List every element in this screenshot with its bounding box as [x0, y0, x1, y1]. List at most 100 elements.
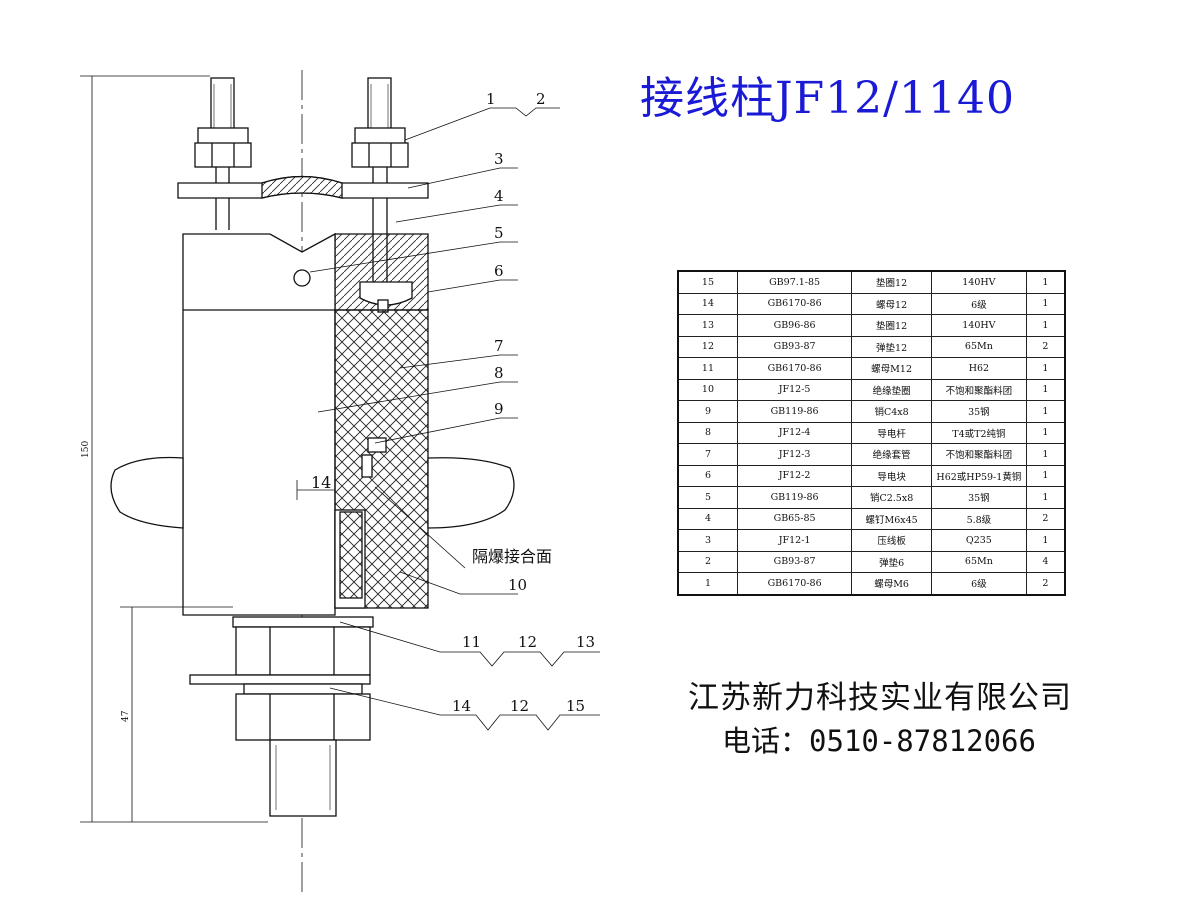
dimension-14: 14: [311, 473, 331, 492]
table-cell-material: 65Mn: [930, 335, 1027, 358]
callout-5: 5: [494, 224, 504, 242]
right-stud: [351, 77, 409, 282]
table-cell-material: 5.8级: [930, 507, 1027, 530]
callout-2: 2: [536, 90, 546, 108]
table-cell-no: 11: [677, 357, 738, 380]
table-cell-material: H62或HP59-1黄铜: [930, 464, 1027, 487]
table-cell-std: GB93-87: [736, 550, 853, 573]
table-cell-qty: 1: [1025, 421, 1066, 444]
table-cell-qty: 2: [1025, 572, 1066, 595]
table-cell-material: 6级: [930, 292, 1027, 315]
table-cell-material: T4或T2纯铜: [930, 421, 1027, 444]
table-cell-qty: 1: [1025, 292, 1066, 315]
table-cell-no: 2: [677, 550, 738, 573]
callout-1: 1: [486, 90, 496, 108]
table-cell-material: Q235: [930, 529, 1027, 552]
leader-lines: [309, 107, 600, 731]
pressure-plate: [177, 175, 429, 199]
bottom-hardware: [189, 616, 374, 817]
table-cell-no: 1: [677, 572, 738, 595]
table-cell-no: 14: [677, 292, 738, 315]
table-cell-std: JF12-4: [736, 421, 853, 444]
company-name: 江苏新力科技实业有限公司: [688, 680, 1072, 716]
table-cell-qty: 1: [1025, 400, 1066, 423]
table-cell-qty: 1: [1025, 357, 1066, 380]
table-cell-material: 35钢: [930, 400, 1027, 423]
table-cell-qty: 2: [1025, 335, 1066, 358]
callout-3: 3: [494, 150, 504, 168]
table-cell-std: GB6170-86: [736, 572, 853, 595]
callout-numbers: 1 2 3 4 5 6 7 8 9 10 11 12 13 14 12 15: [452, 90, 595, 715]
table-cell-name: 销C4x8: [851, 400, 932, 423]
callout-12b: 12: [510, 697, 529, 715]
table-cell-no: 10: [677, 378, 738, 401]
table-cell-name: 螺钉M6x45: [851, 507, 932, 530]
table-cell-std: GB6170-86: [736, 357, 853, 380]
table-cell-no: 6: [677, 464, 738, 487]
callout-14: 14: [452, 697, 471, 715]
flange-wall: [110, 456, 515, 529]
callout-8: 8: [494, 364, 504, 382]
table-cell-no: 12: [677, 335, 738, 358]
table-cell-material: 不饱和聚酯料团: [930, 378, 1027, 401]
table-cell-name: 压线板: [851, 529, 932, 552]
table-cell-no: 4: [677, 507, 738, 530]
callout-4: 4: [494, 187, 504, 205]
callout-9: 9: [494, 400, 504, 418]
table-cell-std: GB6170-86: [736, 292, 853, 315]
callout-12a: 12: [518, 633, 537, 651]
table-cell-qty: 4: [1025, 550, 1066, 573]
table-cell-name: 螺母12: [851, 292, 932, 315]
table-cell-no: 13: [677, 314, 738, 337]
conductive-rod: [182, 232, 336, 616]
table-cell-std: JF12-3: [736, 443, 853, 466]
callout-6: 6: [494, 262, 504, 280]
table-cell-qty: 2: [1025, 507, 1066, 530]
table-cell-no: 9: [677, 400, 738, 423]
table-cell-name: 弹垫6: [851, 550, 932, 573]
callout-11: 11: [462, 633, 481, 651]
table-cell-std: GB93-87: [736, 335, 853, 358]
table-cell-name: 螺母M12: [851, 357, 932, 380]
page-title: 接线柱JF12/1140: [640, 73, 1015, 124]
table-cell-qty: 1: [1025, 314, 1066, 337]
dimension-lines: [80, 75, 336, 823]
table-cell-qty: 1: [1025, 486, 1066, 509]
table-cell-std: JF12-1: [736, 529, 853, 552]
table-cell-std: GB119-86: [736, 400, 853, 423]
table-cell-no: 3: [677, 529, 738, 552]
left-stud: [194, 77, 252, 230]
table-cell-std: GB97.1-85: [736, 270, 853, 294]
table-cell-material: 35钢: [930, 486, 1027, 509]
dimension-total: 150: [81, 441, 91, 458]
table-cell-material: 140HV: [930, 314, 1027, 337]
table-cell-name: 垫圈12: [851, 270, 932, 294]
table-cell-name: 绝缘垫圈: [851, 378, 932, 401]
table-cell-std: GB96-86: [736, 314, 853, 337]
dimension-lower: 47: [121, 710, 131, 722]
table-cell-qty: 1: [1025, 529, 1066, 552]
table-cell-name: 螺母M6: [851, 572, 932, 595]
table-cell-qty: 1: [1025, 443, 1066, 466]
callout-13: 13: [576, 633, 595, 651]
insulation-sleeve: [334, 309, 429, 609]
table-cell-name: 绝缘套管: [851, 443, 932, 466]
company-phone: 电话：0510-87812066: [722, 724, 1036, 758]
table-cell-name: 导电杆: [851, 421, 932, 444]
table-cell-std: GB119-86: [736, 486, 853, 509]
